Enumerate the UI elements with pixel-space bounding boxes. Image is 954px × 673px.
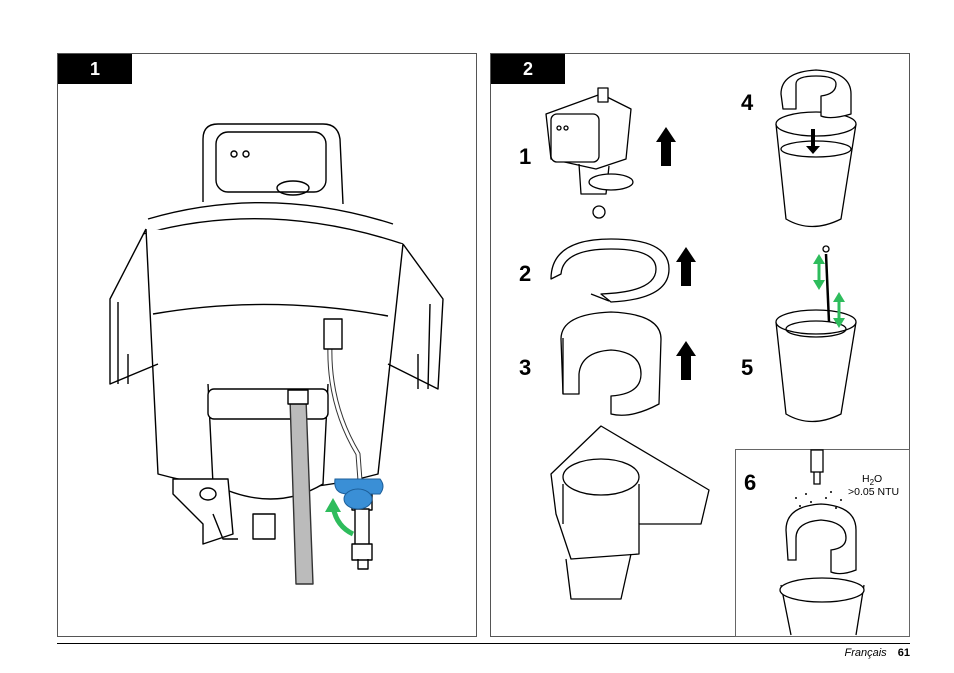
rinse-illustration (736, 450, 911, 638)
footer-page-number: 61 (898, 647, 910, 659)
step-6-panel: 6 H2O >0.05 NTU (735, 449, 910, 637)
footer-rule (57, 643, 910, 644)
footer-language: Français (845, 647, 887, 659)
turbidimeter-illustration (58, 54, 478, 638)
figure-panel-1: 1 (57, 53, 477, 637)
page-footer: Français 61 (845, 647, 911, 659)
figure-panel-2: 2 1 2 3 4 5 (490, 53, 910, 637)
